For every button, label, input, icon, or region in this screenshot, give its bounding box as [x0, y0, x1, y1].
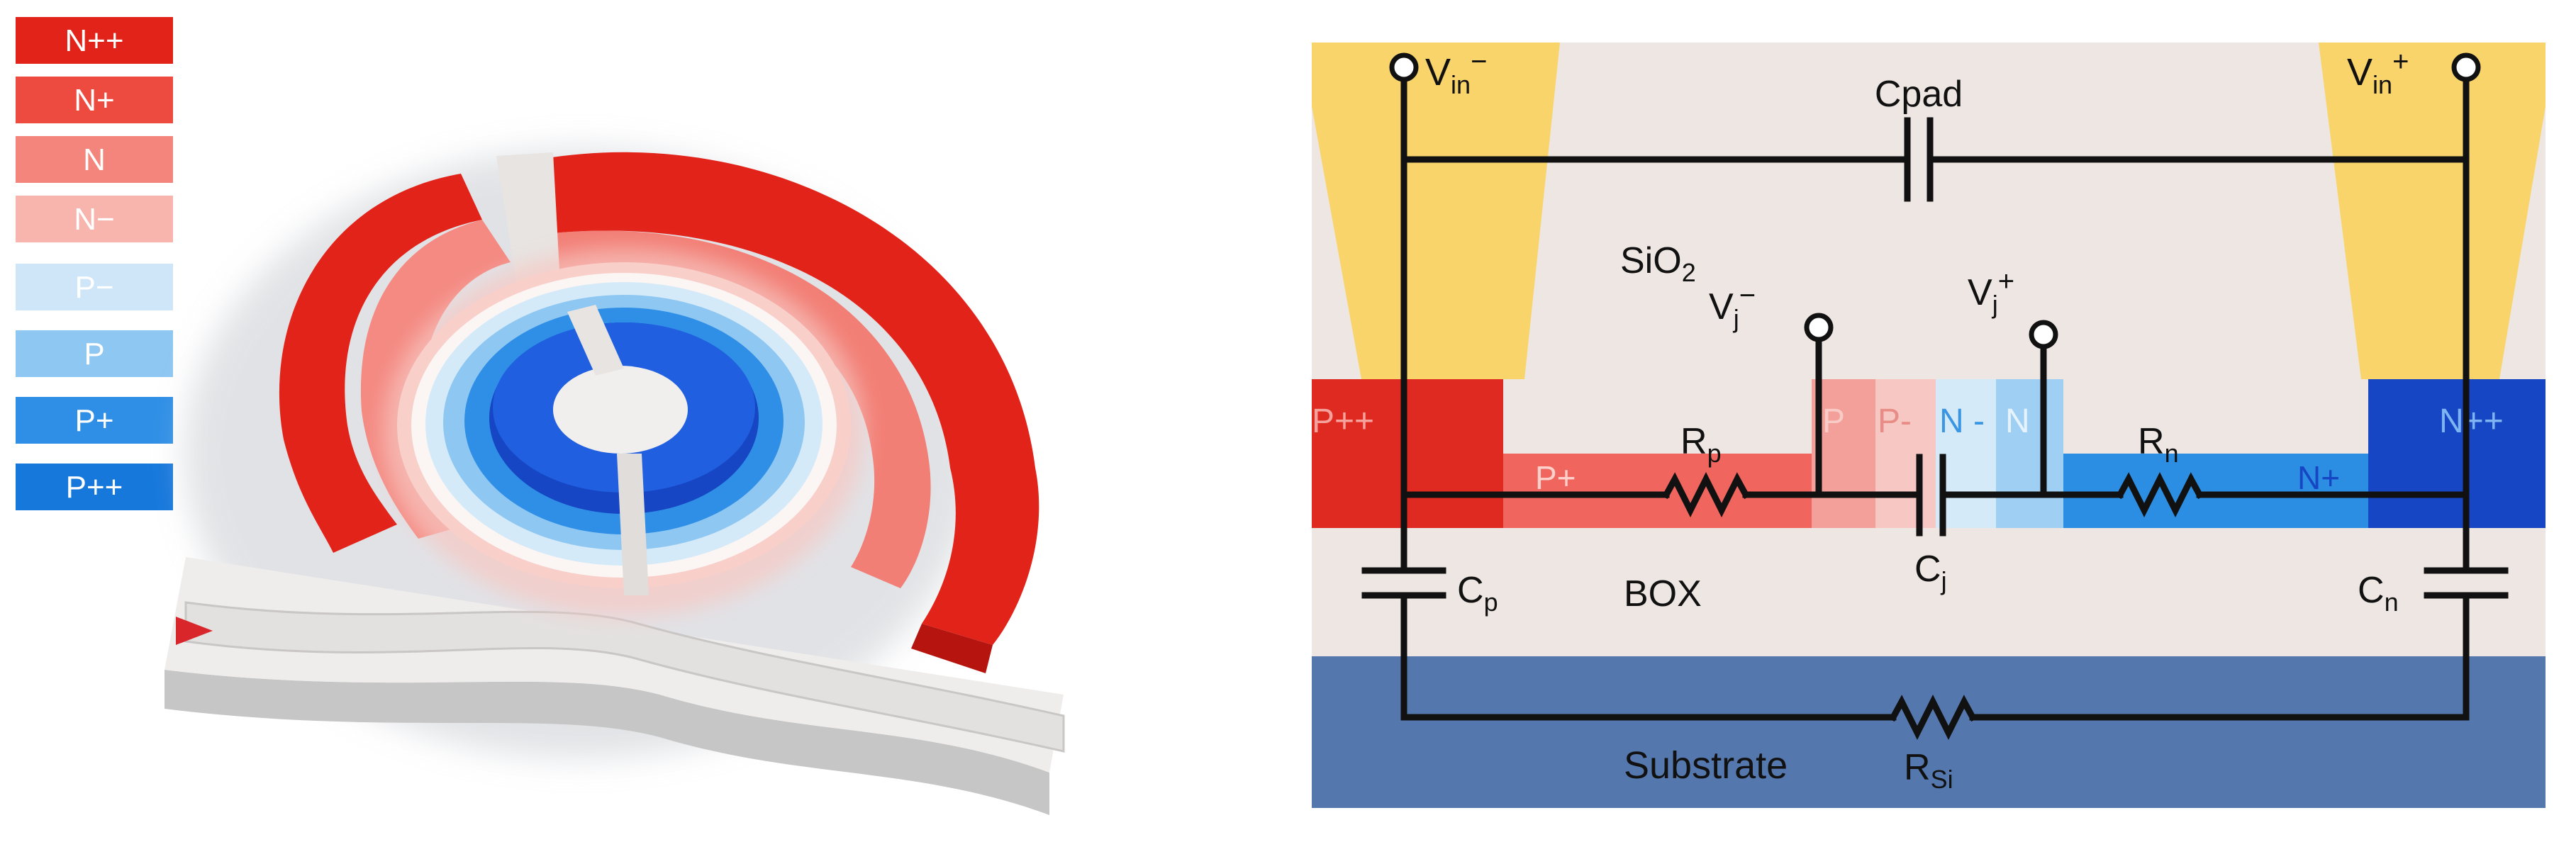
legend-label-pp: P+	[74, 403, 113, 438]
label-cn: Cn	[2358, 570, 2399, 617]
right-pad	[2319, 43, 2546, 379]
legend-label-np: N+	[74, 83, 114, 118]
region-pp	[1503, 454, 1812, 528]
resistor-rp	[1661, 471, 1751, 518]
legend-item-pm: P−	[16, 264, 173, 310]
legend-swatch-nm	[16, 196, 173, 242]
label-rn: Rn	[2138, 421, 2179, 468]
legend-label-nm: N−	[74, 202, 114, 237]
input-light-arrow	[64, 617, 213, 645]
resistor-rn	[2115, 471, 2204, 518]
label-ppp: P++	[1312, 403, 1374, 440]
label-sio2: SiO2	[1620, 240, 1696, 287]
label-box: BOX	[1624, 573, 1702, 614]
inner-slit	[567, 305, 624, 376]
region-p	[1812, 379, 1875, 528]
label-rp: Rp	[1680, 421, 1722, 468]
label-cpad: Cpad	[1875, 74, 1963, 115]
substrate-region	[1312, 656, 2546, 808]
legend-label-npp: N++	[65, 23, 123, 58]
label-p: P	[1822, 403, 1845, 440]
legend-label-p: P	[84, 337, 104, 371]
label-cp: Cp	[1457, 570, 1498, 617]
circuit-diagram: P++ P+ P P- N - N N+ N++	[1312, 43, 2546, 808]
label-pp: P+	[1535, 459, 1576, 496]
resistor-rsi	[1888, 694, 1978, 741]
waveguide-side	[165, 670, 1049, 815]
label-vin-plus: Vin+	[2347, 46, 2409, 99]
terminal-vj-minus	[1804, 313, 1834, 342]
label-cj: Cj	[1914, 549, 1947, 595]
legend-swatch-pm	[16, 264, 173, 310]
legend-swatch-p	[16, 330, 173, 377]
n-plus-ring	[546, 230, 931, 588]
terminal-vj-plus	[2029, 320, 2058, 349]
label-np: N+	[2297, 459, 2340, 496]
label-vj-plus: Vj+	[1968, 266, 2014, 319]
label-n: N	[2005, 403, 2030, 440]
label-pm: P-	[1878, 403, 1912, 440]
n-plus-plus-ring-side	[911, 624, 993, 673]
bus-waveguide	[165, 557, 1065, 815]
label-nm: N -	[1939, 403, 1985, 440]
region-pm	[1875, 379, 1936, 528]
label-rsi: RSi	[1904, 747, 1953, 794]
legend-label-n: N	[83, 142, 106, 177]
waveguide-top	[165, 557, 1064, 773]
legend-swatch-np	[16, 77, 173, 123]
arrow-head	[176, 617, 213, 645]
waveguide-rib	[184, 601, 1065, 753]
legend-item-p: P	[16, 330, 173, 377]
label-npp: N++	[2439, 403, 2504, 440]
label-vj-minus: Vj−	[1709, 280, 1756, 333]
doping-legend: N++ N+ N N− P− P P+ P++	[16, 17, 173, 510]
region-n	[1996, 379, 2063, 528]
legend-item-pp: P+	[16, 397, 173, 444]
legend-item-ppp: P++	[16, 464, 173, 510]
legend-item-np: N+	[16, 77, 173, 123]
terminal-vin-minus	[1389, 52, 1419, 82]
region-ppp	[1312, 379, 1503, 528]
region-npp	[2368, 379, 2546, 528]
ring-slit	[496, 152, 560, 291]
legend-swatch-pp	[16, 397, 173, 444]
legend-item-nm: N−	[16, 196, 173, 242]
legend-label-ppp: P++	[66, 470, 123, 505]
legend-item-n: N	[16, 136, 173, 183]
ring-hole	[553, 366, 688, 454]
label-vin-minus: Vin−	[1425, 46, 1487, 99]
label-substrate: Substrate	[1624, 744, 1788, 787]
microring-illustration	[64, 149, 1065, 815]
left-pad	[1312, 43, 1560, 379]
legend-item-npp: N++	[16, 17, 173, 64]
region-np	[2063, 454, 2368, 528]
terminal-vin-plus	[2451, 52, 2481, 82]
n-plus-plus-contact-ring	[539, 152, 1039, 645]
inner-slit-lower	[617, 454, 649, 595]
legend-swatch-ppp	[16, 464, 173, 510]
p-side-outer-ring	[279, 174, 482, 553]
legend-label-pm: P−	[74, 270, 113, 305]
legend-swatch-npp	[16, 17, 173, 64]
legend-swatch-n	[16, 136, 173, 183]
